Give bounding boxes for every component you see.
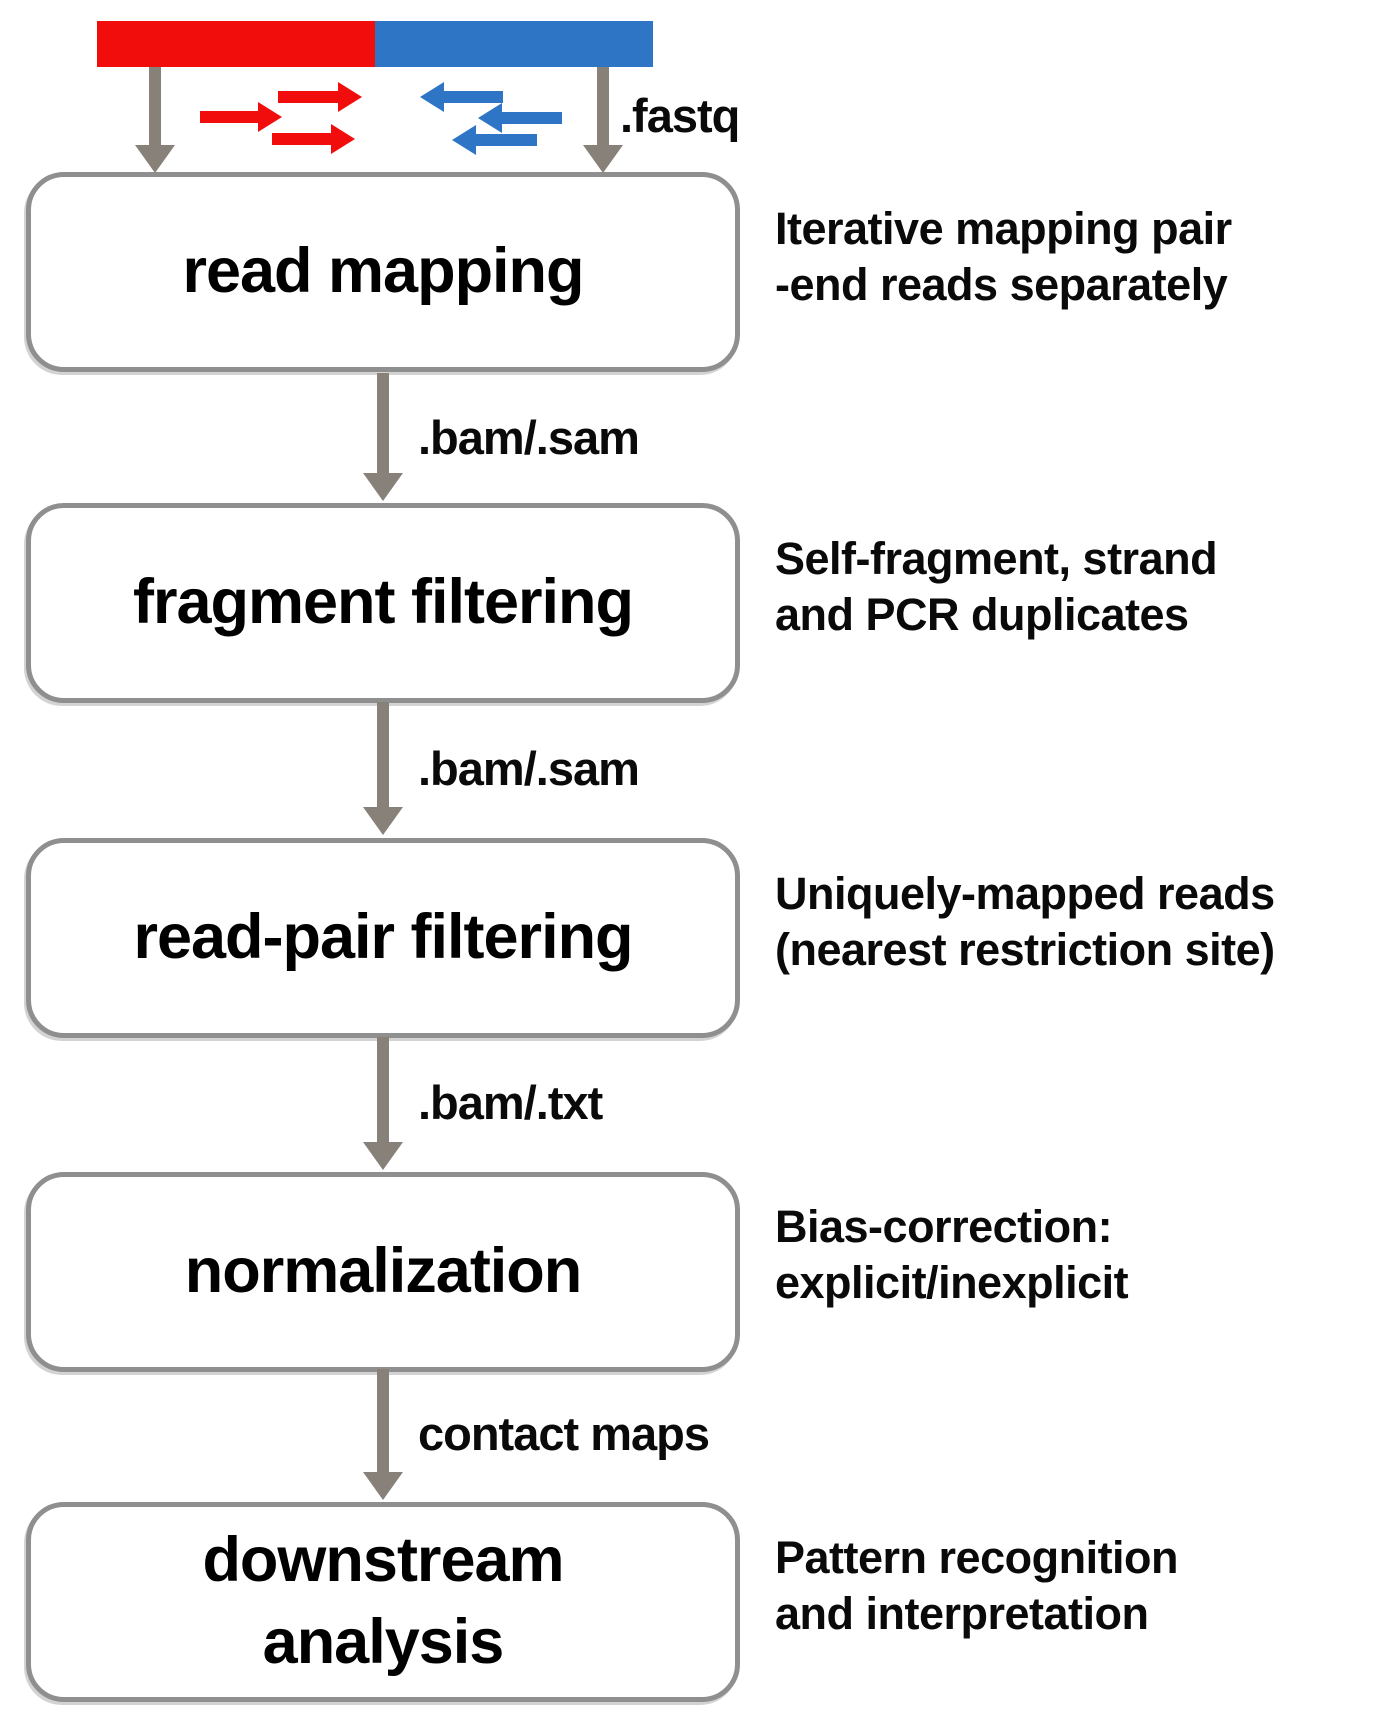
arrow-head bbox=[420, 82, 444, 112]
arrow-head bbox=[478, 103, 502, 133]
arrow-shaft bbox=[200, 111, 260, 123]
down-arrow-icon bbox=[583, 67, 623, 173]
read1-red-segment bbox=[97, 21, 375, 67]
paired-read-bar bbox=[97, 21, 653, 67]
arrow-shaft bbox=[597, 67, 609, 149]
down-arrow-icon bbox=[363, 1037, 403, 1170]
arrow-head bbox=[338, 82, 362, 112]
bam-sam-file-label: .bam/.sam bbox=[418, 411, 640, 464]
arrow-head bbox=[363, 807, 403, 835]
contact-maps-label: contact maps bbox=[418, 1407, 710, 1460]
step-box-read-pair-filtering: read-pair filtering bbox=[26, 838, 740, 1038]
annotation-fragment-filtering: Self-fragment, strand and PCR duplicates bbox=[775, 533, 1218, 640]
annotation-normalization: Bias-correction: explicit/inexplicit bbox=[775, 1201, 1129, 1308]
reverse-read-arrow-icon bbox=[452, 125, 537, 155]
arrow-shaft bbox=[442, 91, 503, 103]
forward-read-arrow-icon bbox=[200, 102, 282, 132]
bam-txt-file-label: .bam/.txt bbox=[418, 1076, 603, 1129]
step-label: normalization bbox=[184, 1236, 583, 1307]
step-label: read-pair filtering bbox=[133, 902, 633, 973]
step-label: read mapping bbox=[182, 236, 584, 307]
forward-read-arrow-icon bbox=[278, 82, 362, 112]
arrow-shaft bbox=[500, 112, 562, 124]
annotation-read-pair-filtering: Uniquely-mapped reads (nearest restricti… bbox=[775, 868, 1275, 975]
step-box-downstream-analysis: downstream analysis bbox=[26, 1502, 740, 1702]
arrow-shaft bbox=[474, 134, 537, 146]
step-box-fragment-filtering: fragment filtering bbox=[26, 503, 740, 703]
arrow-head bbox=[331, 124, 355, 154]
down-arrow-icon bbox=[363, 1369, 403, 1500]
arrow-shaft bbox=[377, 1369, 389, 1476]
read2-blue-segment bbox=[375, 21, 653, 67]
forward-read-arrow-icon bbox=[272, 124, 355, 154]
arrow-head bbox=[363, 1142, 403, 1170]
down-arrow-icon bbox=[363, 373, 403, 501]
step-label: fragment filtering bbox=[132, 567, 634, 638]
arrow-head bbox=[363, 1472, 403, 1500]
arrow-head bbox=[135, 145, 175, 173]
arrow-head bbox=[452, 125, 476, 155]
arrow-shaft bbox=[272, 133, 333, 145]
step-box-read-mapping: read mapping bbox=[26, 172, 740, 372]
step-label: downstream analysis bbox=[202, 1525, 564, 1677]
arrow-head bbox=[258, 102, 282, 132]
step-box-normalization: normalization bbox=[26, 1172, 740, 1372]
arrow-head bbox=[363, 473, 403, 501]
fastq-file-label: .fastq bbox=[620, 89, 740, 142]
bam-sam-file-label: .bam/.sam bbox=[418, 742, 640, 795]
annotation-downstream-analysis: Pattern recognition and interpretation bbox=[775, 1532, 1179, 1639]
arrow-shaft bbox=[377, 1037, 389, 1146]
down-arrow-icon bbox=[363, 702, 403, 835]
arrow-shaft bbox=[149, 67, 161, 149]
arrow-head bbox=[583, 145, 623, 173]
down-arrow-icon bbox=[135, 67, 175, 173]
reverse-read-arrow-icon bbox=[478, 103, 562, 133]
arrow-shaft bbox=[278, 91, 340, 103]
reverse-read-arrow-icon bbox=[420, 82, 503, 112]
annotation-read-mapping: Iterative mapping pair -end reads separa… bbox=[775, 203, 1232, 310]
arrow-shaft bbox=[377, 702, 389, 811]
arrow-shaft bbox=[377, 373, 389, 477]
